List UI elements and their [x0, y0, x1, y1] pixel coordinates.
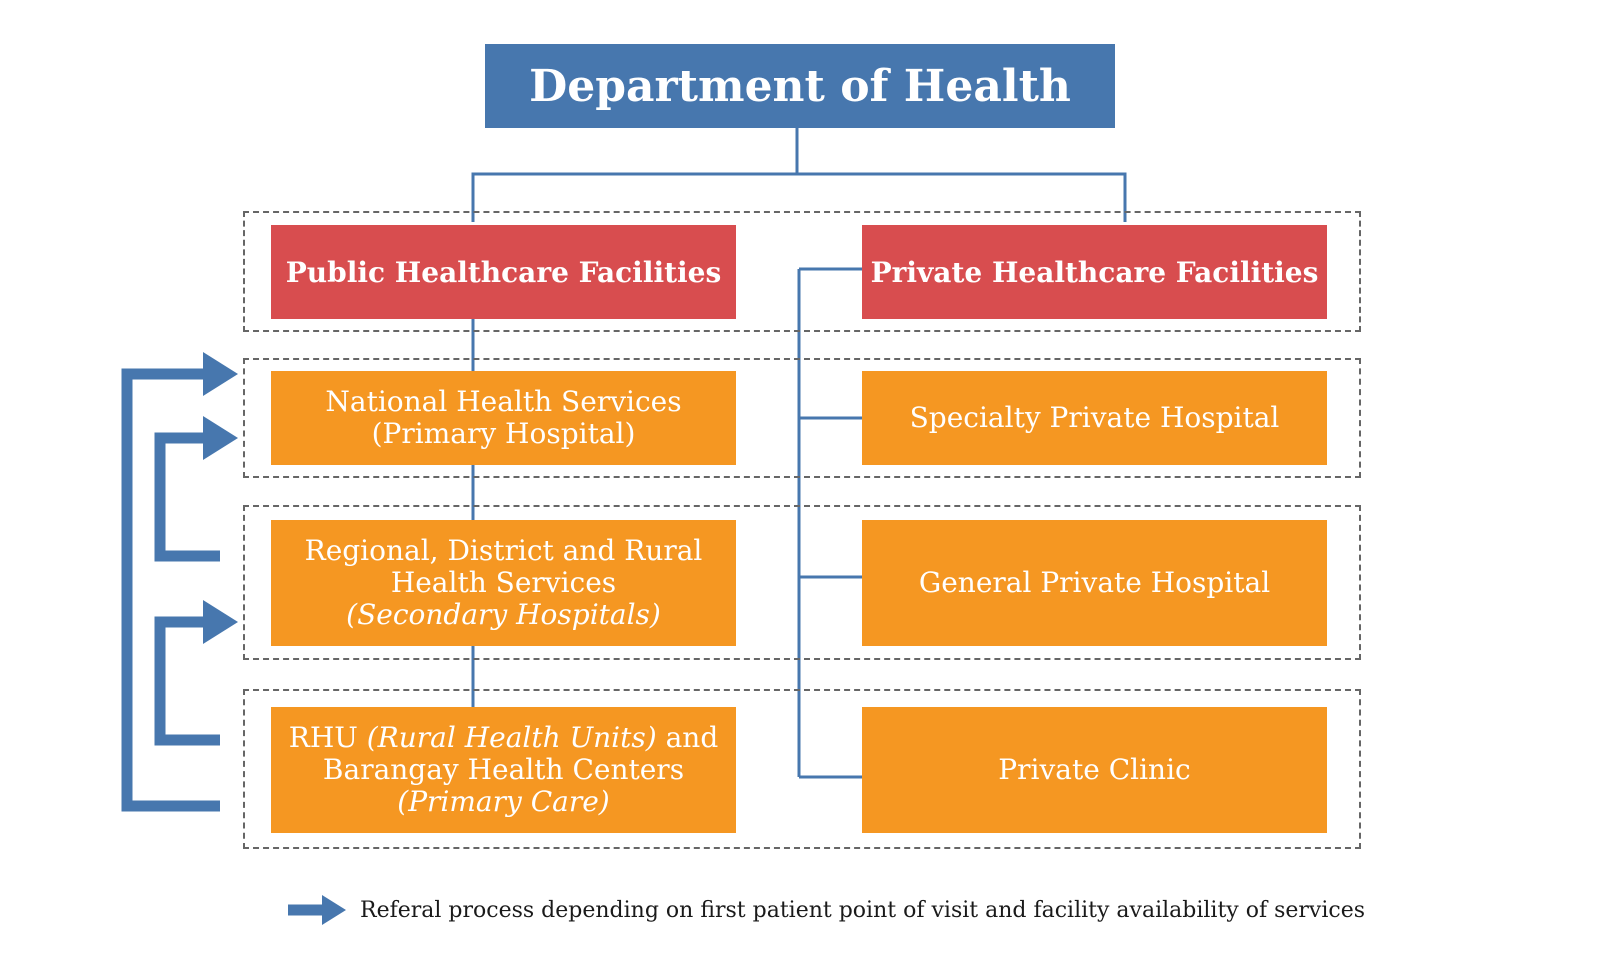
- national-line1: National Health Services: [325, 384, 682, 418]
- connector-header-branch: [471, 172, 1127, 222]
- group-tier-1: [243, 358, 1361, 478]
- regional-health-services-box: Regional, District and Rural Health Serv…: [271, 520, 736, 646]
- national-line2: (Primary Hospital): [371, 417, 636, 450]
- legend-text: Referal process depending on first patie…: [360, 897, 1366, 923]
- rhu-line1: RHU (Rural Health Units) and: [288, 720, 719, 754]
- regional-line3: (Secondary Hospitals): [346, 598, 661, 632]
- private-facilities-box: Private Healthcare Facilities: [862, 225, 1327, 319]
- clinic-label: Private Clinic: [998, 752, 1191, 786]
- referral-arrowhead-outer: [203, 352, 238, 396]
- rhu-line1-a: RHU: [288, 720, 367, 754]
- rhu-line3: (Primary Care): [397, 785, 610, 819]
- legend: Referal process depending on first patie…: [288, 893, 1365, 927]
- referral-arrow-secondary-to-national: [154, 432, 220, 562]
- legend-arrow-icon: [288, 895, 346, 925]
- department-of-health-box: Department of Health: [485, 44, 1115, 128]
- public-facilities-box: Public Healthcare Facilities: [271, 225, 736, 319]
- general-private-hospital-box: General Private Hospital: [862, 520, 1327, 646]
- group-category-row: [243, 211, 1361, 332]
- regional-line1: Regional, District and Rural: [304, 533, 703, 567]
- rhu-line2: Barangay Health Centers: [322, 752, 685, 786]
- rhu-line1-c: and: [656, 720, 719, 754]
- private-clinic-box: Private Clinic: [862, 707, 1327, 833]
- group-tier-2: [243, 505, 1361, 660]
- department-title: Department of Health: [529, 60, 1071, 112]
- specialty-label: Specialty Private Hospital: [909, 400, 1280, 434]
- specialty-private-hospital-box: Specialty Private Hospital: [862, 371, 1327, 465]
- national-health-services-box: National Health Services (Primary Hospit…: [271, 371, 736, 465]
- group-tier-3: [243, 689, 1361, 849]
- rhu-line1-b: (Rural Health Units): [366, 720, 657, 754]
- referral-arrowhead-secondary: [203, 600, 238, 644]
- referral-arrow-outer: [121, 368, 220, 812]
- general-label: General Private Hospital: [918, 565, 1271, 599]
- private-facilities-label: Private Healthcare Facilities: [870, 255, 1319, 289]
- rhu-box: RHU (Rural Health Units) and Barangay He…: [271, 707, 736, 833]
- referral-arrowhead-national: [203, 416, 238, 460]
- regional-line2: Health Services: [390, 565, 617, 599]
- public-facilities-label: Public Healthcare Facilities: [285, 255, 722, 289]
- referral-arrow-rhu-to-secondary: [154, 616, 220, 746]
